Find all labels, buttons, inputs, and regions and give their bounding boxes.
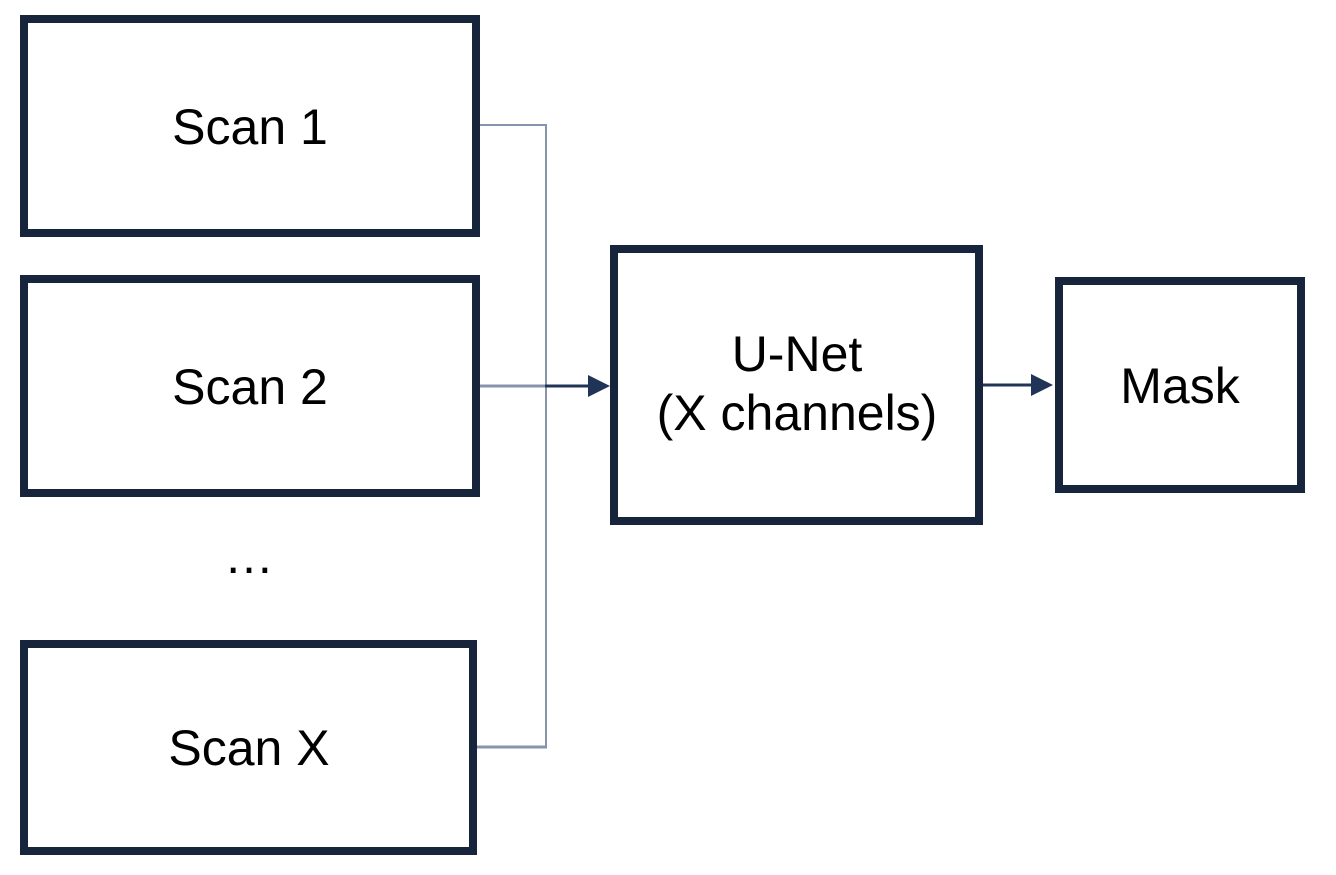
node-scan-x: Scan X	[20, 640, 477, 855]
unet-input-arrowhead	[588, 375, 610, 397]
scan-2-label: Scan 2	[172, 359, 328, 415]
scan-list-ellipsis: …	[224, 528, 276, 584]
node-u-net: U-Net (X channels)	[610, 245, 983, 525]
u-net-box	[610, 245, 983, 525]
mask-box	[1055, 277, 1305, 493]
scan-x-box	[20, 640, 477, 855]
mask-label: Mask	[1120, 358, 1240, 414]
mask-input-arrowhead	[1031, 374, 1053, 396]
scan-1-box	[20, 15, 480, 237]
node-scan-2: Scan 2	[20, 275, 480, 497]
scan-x-label: Scan X	[168, 720, 329, 776]
u-net-sublabel: (X channels)	[657, 385, 938, 441]
scan-1-label: Scan 1	[172, 99, 328, 155]
node-scan-1: Scan 1	[20, 15, 480, 237]
scan-2-box	[20, 275, 480, 497]
node-mask: Mask	[1055, 277, 1305, 493]
u-net-label: U-Net	[732, 326, 863, 382]
